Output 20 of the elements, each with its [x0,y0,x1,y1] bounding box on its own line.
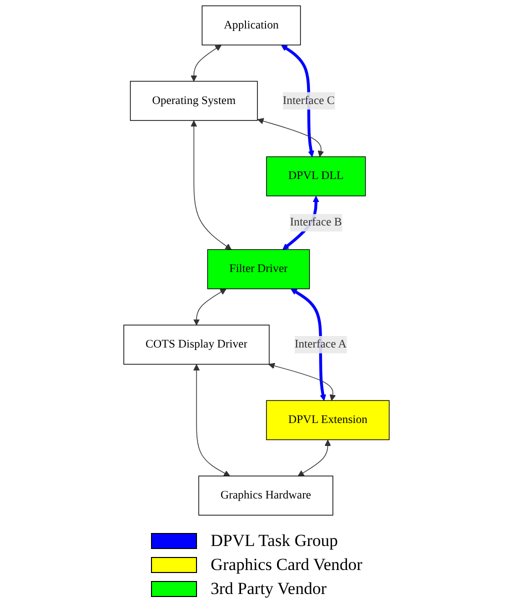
legend-label: DPVL Task Group [210,531,338,551]
node-box: DPVL Extension [266,400,390,440]
node-box: Application [202,5,301,46]
node-box: DPVL DLL [266,156,366,196]
legend-label: Graphics Card Vendor [210,555,362,575]
arrow [190,120,232,250]
arrow [193,288,226,326]
arrow [257,118,324,158]
edge-label: Interface B [290,216,342,229]
node-box: Operating System [130,80,258,121]
node-box: Graphics Hardware [198,476,334,516]
edge-label: Interface A [294,338,347,350]
node-box: COTS Display Driver [123,324,270,365]
arrow [298,440,332,476]
node-box: Filter Driver [207,249,310,290]
arrow [193,364,230,476]
arrow [190,44,222,82]
legend-label: 3rd Party Vendor [210,579,326,599]
edge-label: Interface C [282,94,335,107]
arrow [268,362,336,401]
